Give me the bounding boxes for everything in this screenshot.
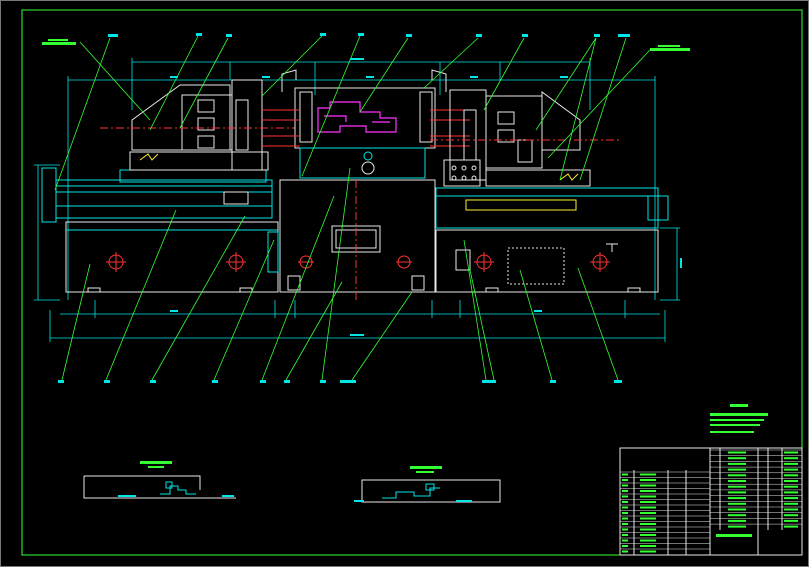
- table-cell-text: [640, 473, 656, 476]
- right-base: [435, 187, 669, 293]
- title-block-rows: [620, 449, 802, 553]
- table-cell-index: [622, 512, 628, 514]
- table-cell-text: [640, 506, 656, 509]
- table-cell-text: [728, 457, 746, 460]
- table-cell-text: [640, 545, 656, 547]
- table-cell-text: [640, 534, 656, 536]
- left-spindle-head: [100, 79, 295, 171]
- table-cell-index: [622, 534, 628, 536]
- table-cell-text: [784, 468, 798, 471]
- table-cell-text: [784, 502, 798, 505]
- table-cell-text: [784, 525, 798, 528]
- table-cell-text: [784, 514, 798, 517]
- table-cell-text: [728, 491, 746, 494]
- table-cell-index: [622, 539, 628, 542]
- table-cell-text: [784, 451, 798, 454]
- table-cell-index: [622, 550, 628, 553]
- table-cell-text: [640, 550, 656, 553]
- table-cell-text: [728, 480, 746, 482]
- table-cell-index: [622, 517, 628, 520]
- dimension-lines: [34, 58, 680, 342]
- table-cell-index: [622, 484, 628, 487]
- bottom-leader-lines: [61, 167, 619, 381]
- table-cell-text: [784, 462, 798, 465]
- balloon-tags: [58, 33, 630, 383]
- table-cell-text: [784, 480, 798, 482]
- table-cell-text: [728, 485, 746, 488]
- table-cell-text: [728, 474, 746, 477]
- table-cell-text: [640, 484, 656, 487]
- table-cell-text: [640, 528, 656, 531]
- technical-notes: [710, 404, 768, 433]
- center-column: [262, 69, 470, 300]
- table-cell-text: [728, 497, 746, 500]
- table-cell-text: [784, 491, 798, 494]
- table-cell-index: [622, 490, 628, 492]
- table-cell-text: [728, 462, 746, 465]
- table-cell-text: [640, 495, 656, 498]
- table-cell-text: [784, 497, 798, 500]
- table-cell-text: [728, 502, 746, 505]
- table-cell-index: [622, 495, 628, 498]
- table-cell-text: [640, 479, 656, 481]
- table-cell-text: [640, 539, 656, 542]
- table-cell-text: [728, 525, 746, 528]
- detail-view-right: [354, 466, 501, 503]
- dimension-text-marks: [170, 58, 682, 336]
- table-cell-text: [640, 517, 656, 520]
- table-cell-text: [784, 508, 798, 511]
- table-cell-index: [622, 545, 628, 547]
- left-base: [41, 167, 279, 293]
- table-cell-text: [784, 457, 798, 460]
- detail-view-left: [83, 461, 236, 499]
- table-cell-index: [622, 501, 628, 503]
- label-tags: [42, 39, 690, 51]
- table-cell-text: [728, 514, 746, 517]
- table-cell-index: [622, 506, 628, 509]
- table-cell-text: [784, 519, 798, 522]
- table-cell-text: [640, 501, 656, 503]
- table-cell-text: [640, 490, 656, 492]
- table-cell-text: [784, 474, 798, 477]
- table-cell-index: [622, 523, 628, 525]
- table-cell-text: [640, 512, 656, 514]
- right-spindle-head: [430, 89, 620, 187]
- table-cell-text: [728, 519, 746, 522]
- table-cell-text: [640, 523, 656, 525]
- table-cell-index: [622, 528, 628, 531]
- table-cell-index: [622, 479, 628, 481]
- table-cell-index: [622, 473, 628, 476]
- table-cell-text: [728, 508, 746, 511]
- table-cell-text: [784, 485, 798, 488]
- table-cell-text: [728, 468, 746, 471]
- table-cell-text: [728, 451, 746, 454]
- title-block-name: [716, 534, 752, 537]
